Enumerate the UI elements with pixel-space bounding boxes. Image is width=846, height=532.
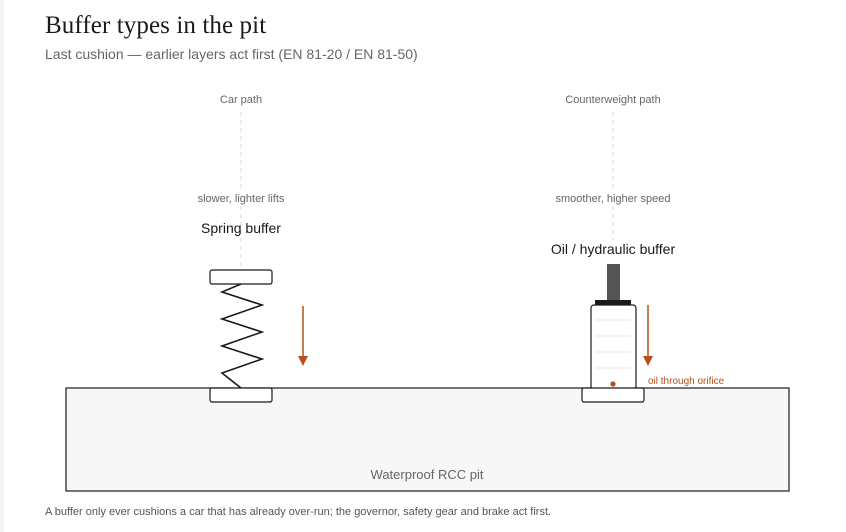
oil-buffer — [581, 264, 645, 403]
pit-floor — [65, 387, 790, 492]
oil-orifice-dot — [610, 381, 616, 387]
footnote: A buffer only ever cushions a car that h… — [45, 506, 552, 518]
pit-label: Waterproof RCC pit — [371, 467, 484, 482]
spring-buffer-name: Spring buffer — [201, 220, 281, 236]
oil-piston-head — [595, 300, 631, 308]
spring-buffer-note: slower, lighter lifts — [198, 193, 285, 205]
car-path-label: Car path — [220, 94, 262, 106]
oil-piston-rod — [607, 264, 620, 301]
spring-buffer — [209, 269, 273, 403]
page-subtitle: Last cushion — earlier layers act first … — [45, 46, 418, 62]
oil-base-plate — [581, 387, 645, 403]
page-title: Buffer types in the pit — [45, 12, 267, 39]
oil-buffer-name: Oil / hydraulic buffer — [551, 241, 676, 257]
spring-coil — [219, 283, 265, 389]
spring-base-plate — [209, 387, 273, 403]
oil-cylinder — [590, 304, 637, 390]
spring-top-plate — [209, 269, 273, 285]
counterweight-path-label: Counterweight path — [565, 94, 660, 106]
oil-buffer-note: smoother, higher speed — [556, 193, 671, 205]
oil-orifice-label: oil through orifice — [648, 376, 725, 387]
